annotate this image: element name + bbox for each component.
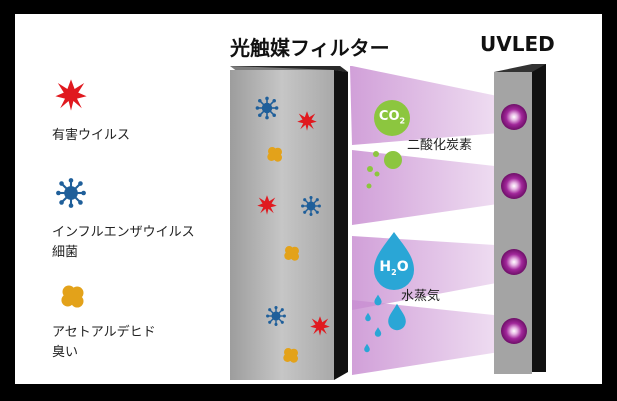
harmful-virus-icon: [55, 79, 87, 111]
legend-bacteria: 細菌: [52, 245, 79, 260]
legend-acetaldehyde: アセトアルデヒド: [52, 325, 156, 340]
h2o-output: [364, 232, 414, 353]
filter-title: 光触媒フィルター: [230, 36, 390, 60]
legend-odor: 臭い: [52, 345, 79, 360]
legend-harmful-virus: 有害ウイルス: [52, 128, 131, 143]
co2-label: 二酸化炭素: [407, 138, 473, 153]
co2-output: [366, 100, 410, 189]
odor-blob-icon: [61, 285, 84, 308]
legend-influenza-virus: インフルエンザウイルス: [52, 225, 195, 240]
h2o-o: O: [396, 259, 409, 275]
photocatalyst-filter: [230, 66, 348, 380]
co2-subscript: 2: [399, 116, 406, 126]
h2o-subscript: 2: [391, 267, 397, 277]
uv-light-beams: [350, 66, 512, 375]
h2o-label: 水蒸気: [401, 289, 441, 304]
h2o-formula: H2O: [376, 259, 412, 277]
uv-led-lights: [501, 104, 527, 344]
influenza-virus-icon: [55, 177, 87, 209]
co2-symbol: CO: [378, 109, 400, 124]
co2-formula: CO2: [376, 109, 408, 126]
h2o-h: H: [379, 259, 392, 275]
uvled-title: UVLED: [480, 32, 555, 56]
